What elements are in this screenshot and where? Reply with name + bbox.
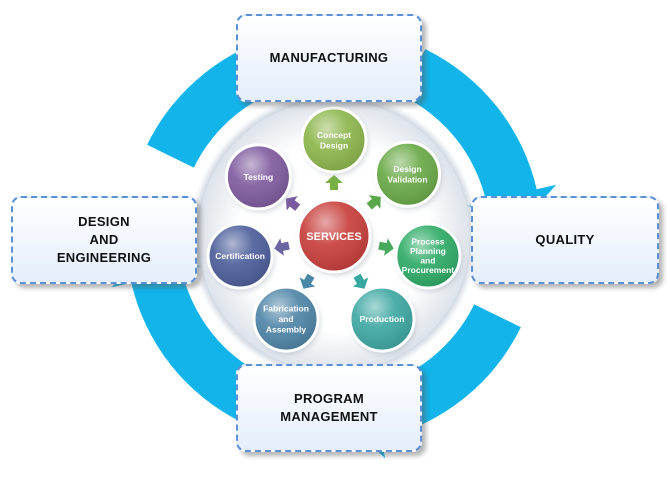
service-arrow <box>299 273 316 289</box>
service-arrow <box>274 238 290 256</box>
manufacturing-box: MANUFACTURING <box>236 14 422 102</box>
service-arrow <box>325 175 343 190</box>
service-arrow <box>366 195 381 210</box>
inner-arrows <box>274 175 394 289</box>
service-node: Testing <box>224 143 293 212</box>
service-arrow <box>352 273 369 289</box>
arrow-manufacturing-to-quality <box>402 49 557 230</box>
design-and-engineering-box: DESIGN AND ENGINEERING <box>11 196 197 284</box>
service-arrow <box>285 196 301 211</box>
service-label: Production <box>360 314 405 324</box>
core-node: SERVICES <box>296 198 372 275</box>
core-label: SERVICES <box>306 231 361 243</box>
service-node: Certification <box>206 222 275 291</box>
service-arrow <box>378 238 394 256</box>
service-label: Testing <box>244 172 274 182</box>
service-label: Certification <box>215 251 265 261</box>
quality-box: QUALITY <box>471 196 659 284</box>
arrow-program-to-design <box>111 242 266 423</box>
program-management-box: PROGRAM MANAGEMENT <box>236 364 422 452</box>
service-node: Production <box>348 285 416 355</box>
